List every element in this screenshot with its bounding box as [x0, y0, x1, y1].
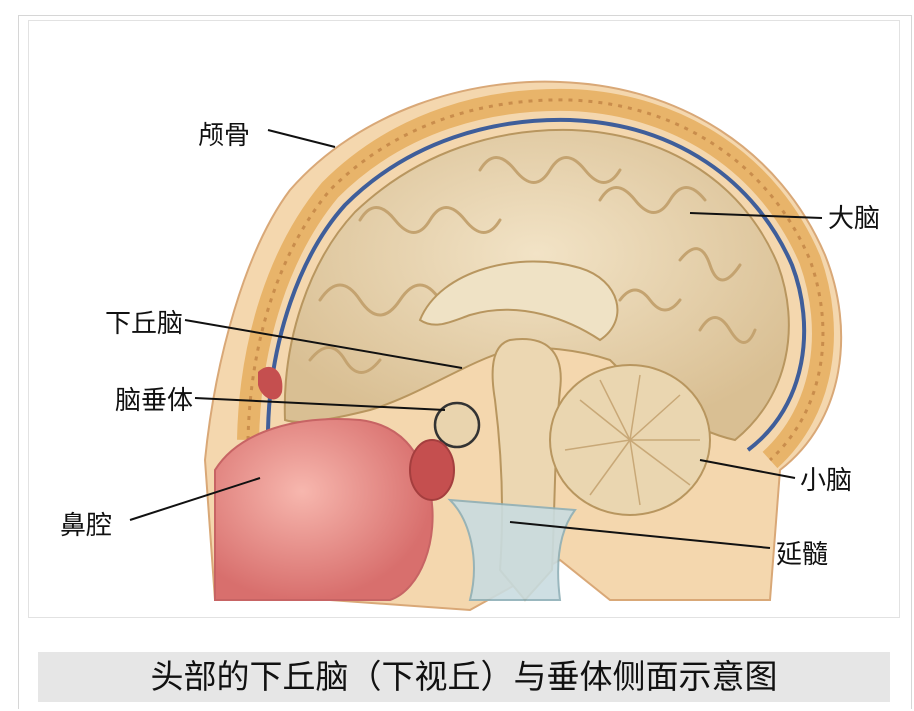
label-hypothalamus: 下丘脑 [105, 303, 183, 340]
label-nasal-cavity: 鼻腔 [60, 505, 112, 542]
caption-bar: 头部的下丘脑（下视丘）与垂体侧面示意图 [38, 652, 890, 702]
nasal-cavity-tissue [215, 419, 433, 600]
figure-caption: 头部的下丘脑（下视丘）与垂体侧面示意图 [38, 652, 890, 702]
label-cerebrum: 大脑 [828, 198, 880, 235]
sphenoid-sinus [410, 440, 454, 500]
label-cerebellum: 小脑 [800, 460, 852, 497]
label-skull: 颅骨 [198, 115, 250, 152]
label-pituitary: 脑垂体 [115, 380, 193, 417]
label-medulla: 延髓 [776, 534, 828, 571]
